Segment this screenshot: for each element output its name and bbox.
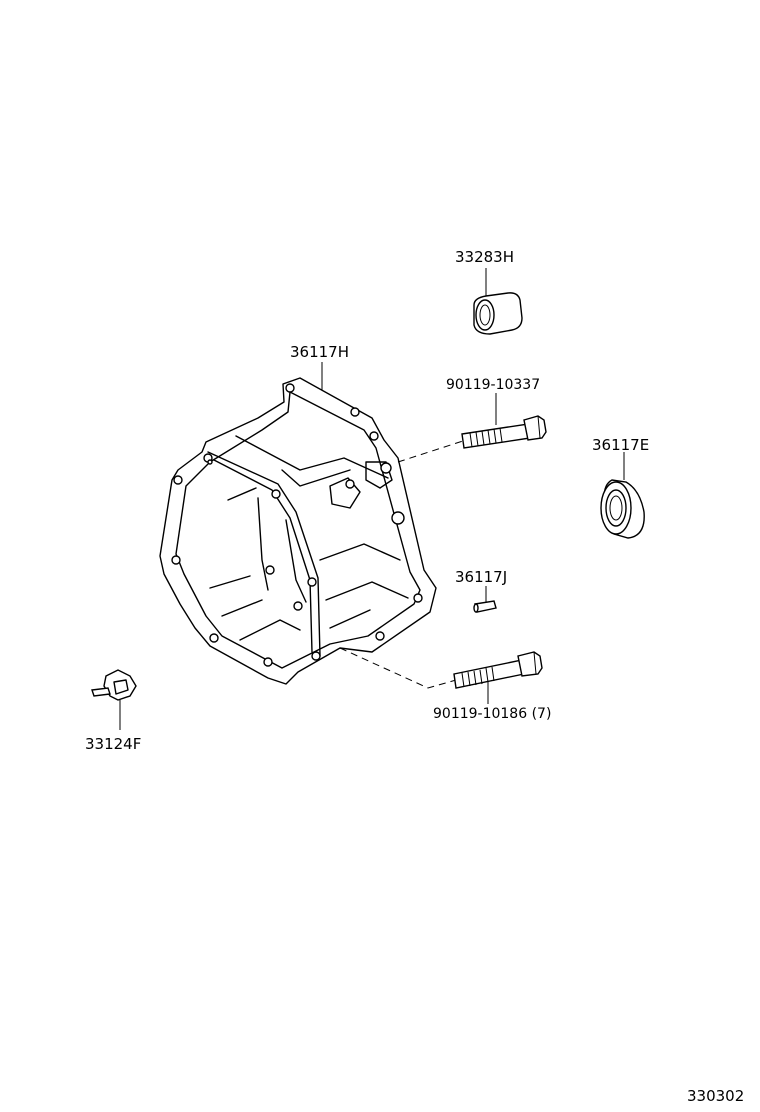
label-36117h[interactable]: 36117H xyxy=(290,343,349,361)
diagram-number: 330302 xyxy=(687,1087,744,1105)
part-36117j-pin[interactable] xyxy=(473,586,497,613)
label-33124f[interactable]: 33124F xyxy=(85,735,141,753)
part-90119-10186-bolt[interactable] xyxy=(339,647,543,704)
part-33283h-bushing[interactable] xyxy=(473,268,523,335)
label-33283h[interactable]: 33283H xyxy=(455,248,514,266)
label-90119-10337[interactable]: 90119-10337 xyxy=(446,377,540,393)
label-36117e[interactable]: 36117E xyxy=(592,436,649,454)
part-36117e-oil-seal[interactable] xyxy=(600,452,645,539)
part-33124f-clip[interactable] xyxy=(91,669,137,730)
part-90119-10337-bolt[interactable] xyxy=(397,393,547,463)
part-36117h-transmission-case[interactable] xyxy=(159,362,437,685)
label-36117j[interactable]: 36117J xyxy=(455,568,507,586)
case-bolt-holes xyxy=(171,383,423,667)
label-90119-10186[interactable]: 90119-10186 (7) xyxy=(433,706,551,722)
